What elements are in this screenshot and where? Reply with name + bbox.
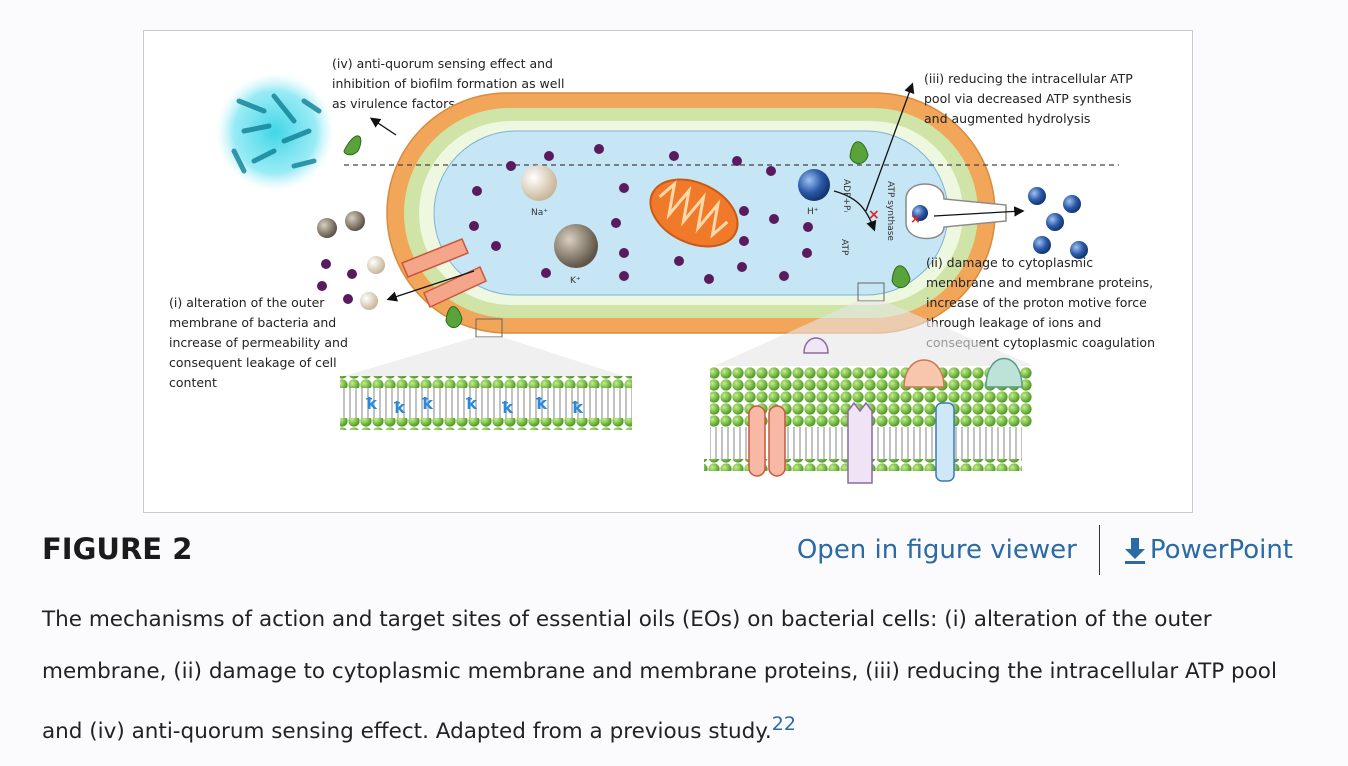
svg-text:ꝁ: ꝁ — [466, 394, 478, 413]
figure-caption: The mechanisms of action and target site… — [42, 594, 1312, 758]
svg-text:ꝁ: ꝁ — [536, 394, 548, 413]
powerpoint-label: PowerPoint — [1149, 535, 1293, 565]
block-x-icon: × — [868, 207, 880, 223]
leaf-icon — [445, 306, 463, 328]
atp-synthase-label: ATP synthase — [885, 181, 895, 241]
download-icon — [1124, 538, 1145, 564]
mitochondrion — [649, 178, 739, 248]
svg-text:ꝁ: ꝁ — [572, 398, 584, 417]
label-iv: (iv) anti-quorum sensing effect and inhi… — [332, 56, 568, 111]
ion-label-na: Na⁺ — [531, 208, 548, 218]
reference-link[interactable]: 22 — [771, 713, 796, 735]
powerpoint-download-link[interactable]: PowerPoint — [1122, 535, 1293, 565]
label-i: (i) alteration of the outer membrane of … — [169, 295, 352, 390]
leaf-icon — [343, 135, 362, 156]
figure-title: FIGURE 2 — [42, 532, 193, 566]
adp-label: ADP+Pᵢ — [841, 179, 851, 212]
ion-label-k: K⁺ — [570, 276, 581, 286]
leaf-icon — [849, 141, 869, 164]
leaf-icon — [891, 265, 911, 288]
caption-text: The mechanisms of action and target site… — [42, 607, 1277, 745]
open-in-figure-viewer-link[interactable]: Open in figure viewer — [796, 535, 1077, 565]
label-iii: (iii) reducing the intracellular ATP poo… — [924, 71, 1137, 126]
svg-text:ꝁ: ꝁ — [422, 394, 434, 413]
efflux-pump: × — [905, 183, 1025, 240]
svg-text:ꝁ: ꝁ — [394, 398, 406, 417]
cytoplasmic-membrane-bilayer — [704, 337, 1032, 484]
atp-label: ATP — [839, 239, 849, 256]
cytoplasm-molecules — [317, 144, 813, 304]
figure-actions: Open in figure viewer PowerPoint — [797, 524, 1293, 576]
svg-text:ꝁ: ꝁ — [502, 398, 514, 417]
figure-image[interactable]: (iv) anti-quorum sensing effect and inhi… — [143, 30, 1193, 513]
ion-label-h: H⁺ — [807, 207, 819, 217]
actions-divider — [1098, 525, 1100, 575]
svg-text:ꝁ: ꝁ — [366, 394, 378, 413]
svg-text:×: × — [910, 212, 921, 227]
biofilm-illustration — [216, 73, 334, 191]
